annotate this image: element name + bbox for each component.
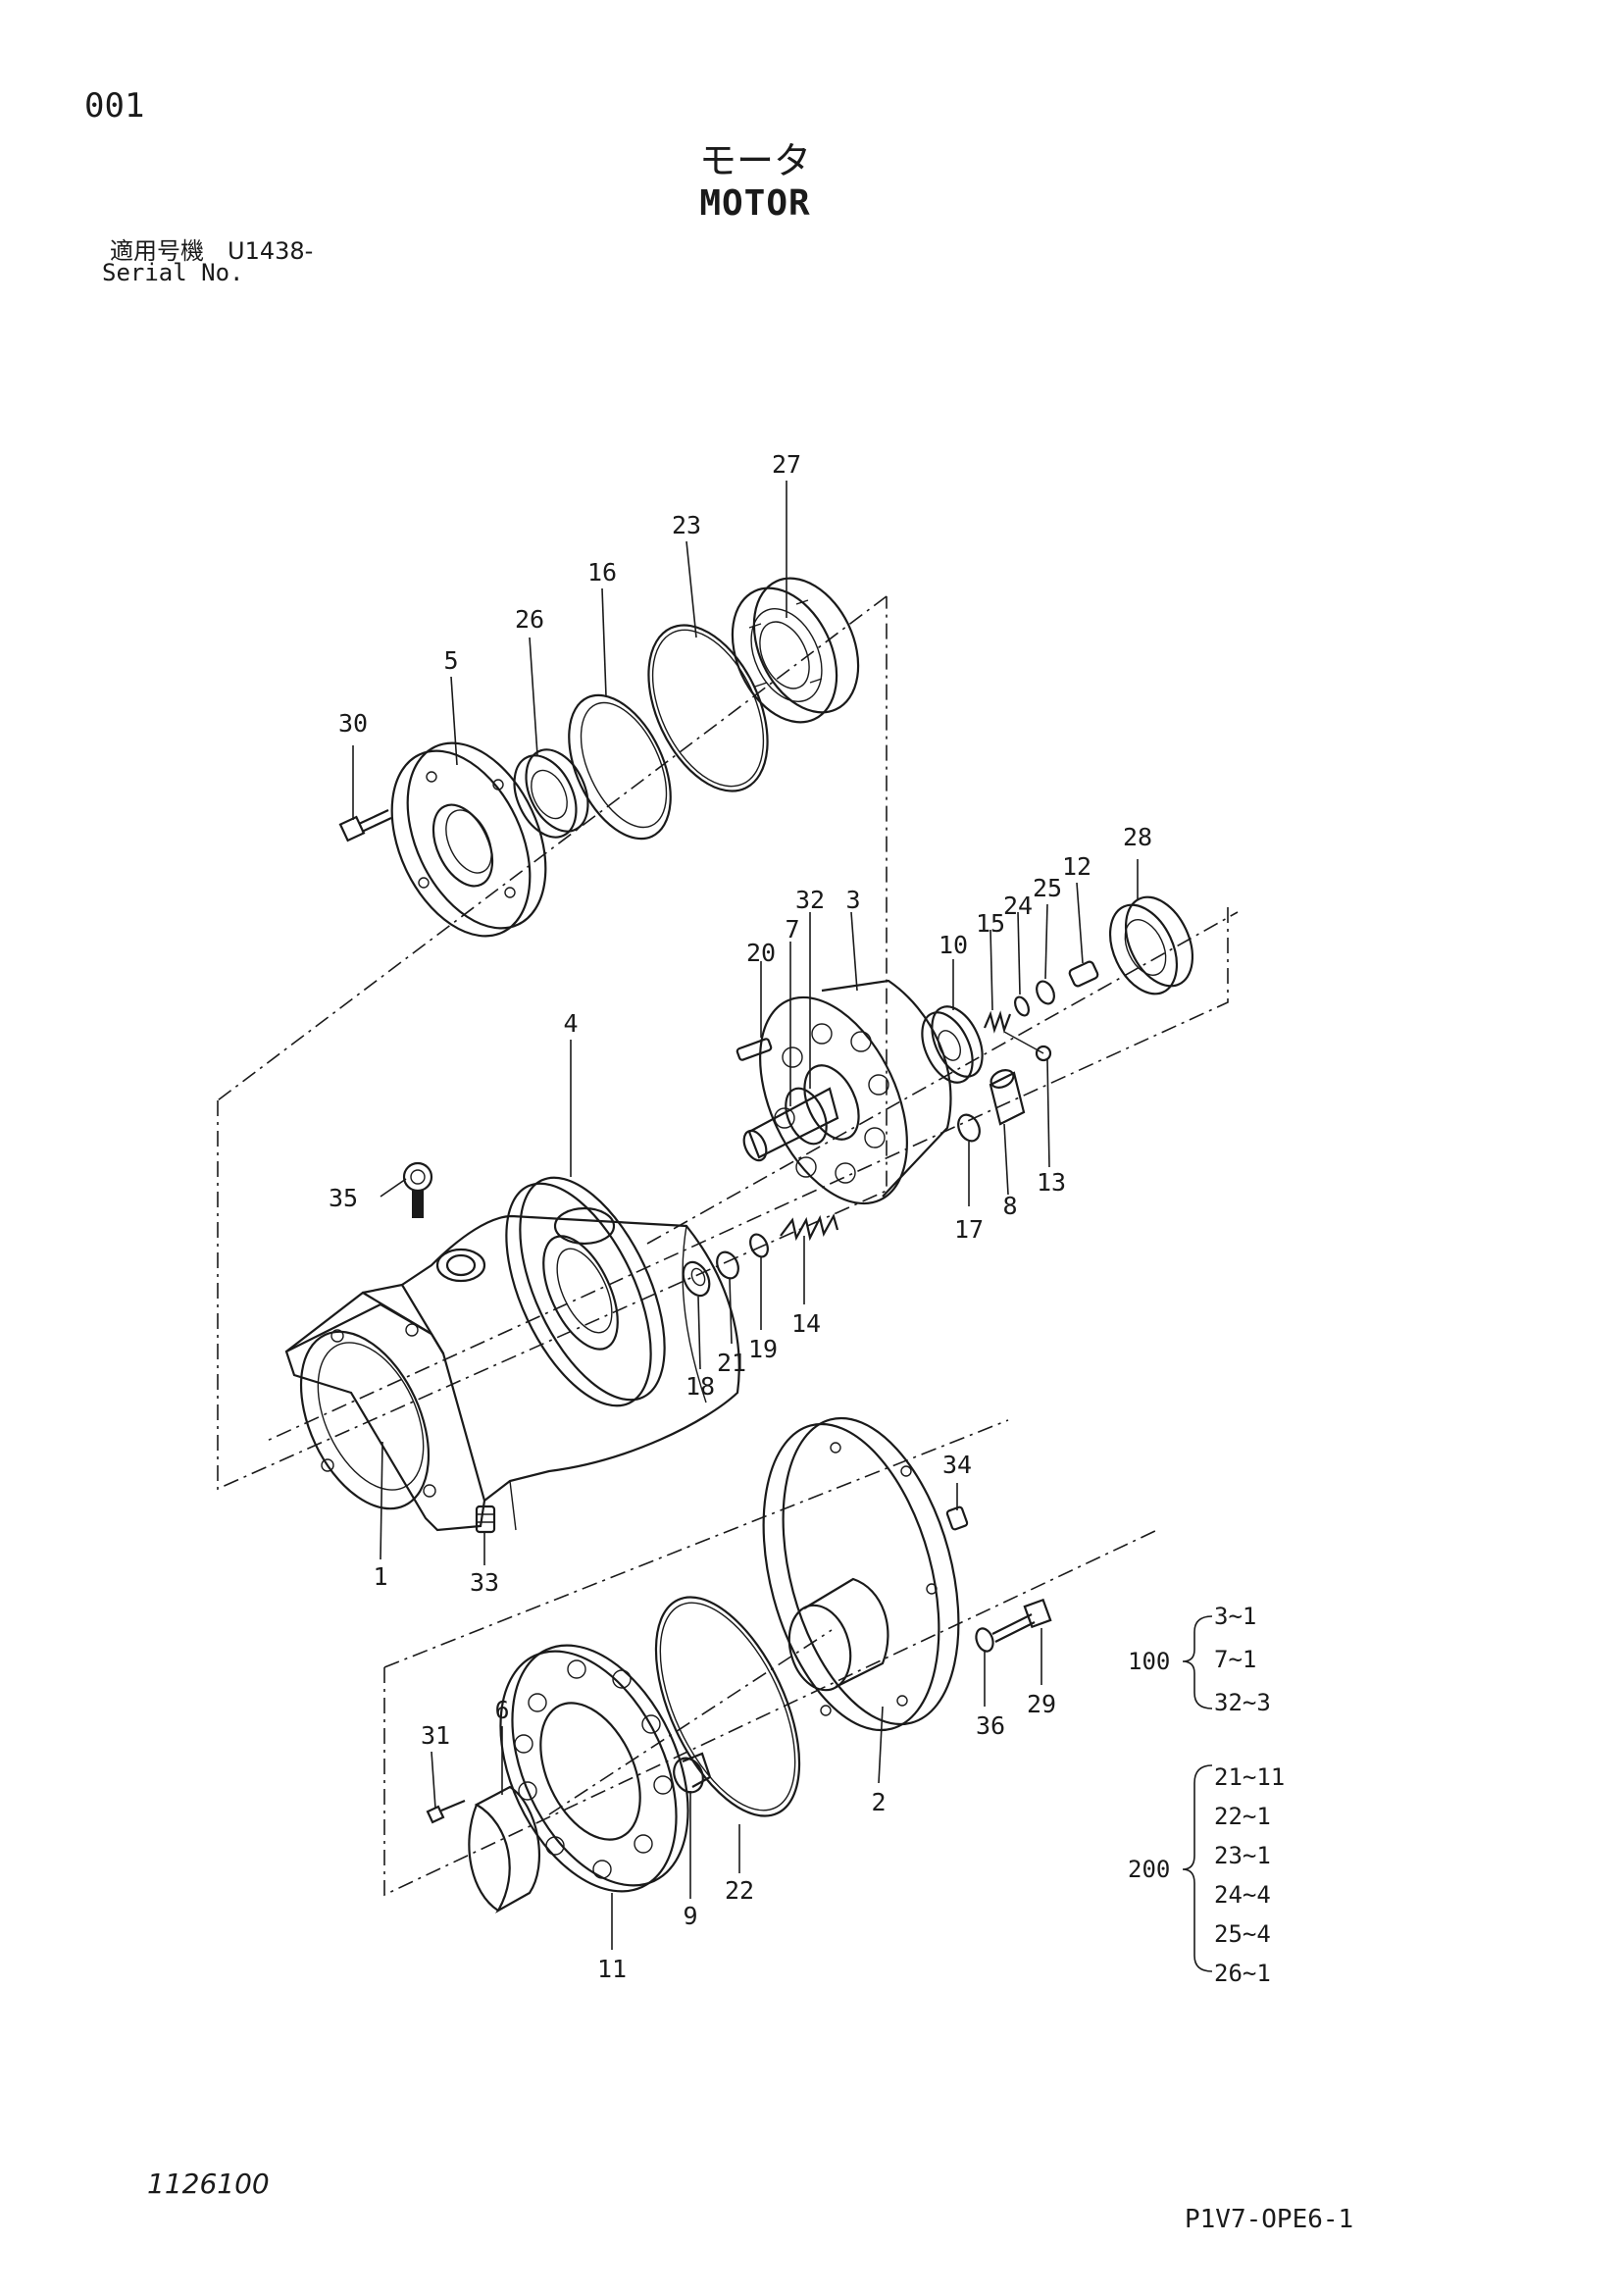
document-number: 1126100 <box>147 2168 270 2200</box>
part-24-o-ring <box>1014 995 1030 1017</box>
kit-200-item: 23~1 <box>1214 1842 1271 1869</box>
kit-100: 100 3~1 7~1 32~3 <box>1128 1603 1271 1716</box>
part-19-washer <box>749 1233 769 1258</box>
part-8-sleeve <box>989 1069 1026 1126</box>
kit-100-item: 7~1 <box>1214 1646 1256 1673</box>
part-11-plate <box>499 1644 689 1893</box>
part-25-o-ring <box>1036 980 1055 1005</box>
callout-2: 2 <box>871 1788 886 1816</box>
part-34-plug <box>945 1505 969 1531</box>
part-27-bearing <box>731 577 860 724</box>
part-20-key <box>736 1038 773 1061</box>
serial-label-jp: 適用号機 U1438- <box>110 237 314 265</box>
callout-16: 16 <box>587 558 617 587</box>
callout-24: 24 <box>1003 892 1033 920</box>
shaft-axis-upper <box>646 911 1239 1245</box>
callout-4: 4 <box>563 1009 578 1038</box>
part-21-ring <box>716 1250 739 1280</box>
part-6-cover <box>468 1785 541 1913</box>
callout-26: 26 <box>515 605 544 634</box>
kit-200-item: 21~11 <box>1214 1763 1285 1791</box>
callout-19: 19 <box>748 1335 778 1363</box>
part-26-seal <box>513 748 589 839</box>
part-1-housing <box>284 1206 740 1532</box>
part-10-brake-piston <box>921 1005 984 1084</box>
callout-7: 7 <box>785 915 799 944</box>
kit-200-item: 24~4 <box>1214 1881 1271 1909</box>
page-title-jp: モータ <box>698 139 811 182</box>
frame-lower-top <box>383 1419 1009 1668</box>
callout-28: 28 <box>1123 823 1152 851</box>
part-31-bolt <box>426 1799 466 1824</box>
callout-11: 11 <box>597 1955 627 1983</box>
part-14-spring <box>780 1213 839 1242</box>
part-22-o-ring <box>654 1596 801 1817</box>
part-33-plug <box>475 1505 496 1534</box>
callout-13: 13 <box>1037 1168 1066 1197</box>
part-28-bearing <box>1108 895 1194 995</box>
page-number: 001 <box>84 86 145 126</box>
part-18-collar <box>682 1260 711 1298</box>
callout-14: 14 <box>791 1309 821 1338</box>
part-4-valve-plate <box>505 1176 666 1407</box>
callout-32: 32 <box>795 886 825 914</box>
callout-25: 25 <box>1033 874 1062 902</box>
callout-9: 9 <box>683 1902 697 1930</box>
callout-33: 33 <box>470 1568 499 1597</box>
callout-6: 6 <box>494 1696 509 1724</box>
kit-200-item: 22~1 <box>1214 1803 1271 1830</box>
part-36-washer <box>975 1627 994 1653</box>
part-29-bolt <box>991 1598 1052 1643</box>
kit-100-item: 32~3 <box>1214 1689 1271 1716</box>
callout-17: 17 <box>954 1215 984 1244</box>
part-23-o-ring <box>647 624 769 792</box>
frame-top-assembly <box>217 596 888 1491</box>
callout-8: 8 <box>1002 1192 1017 1220</box>
kit-200: 200 21~11 22~1 23~1 24~4 25~4 26~1 <box>1128 1763 1285 1987</box>
part-3-cylinder-block <box>742 979 952 1205</box>
page-title-en: MOTOR <box>699 183 811 224</box>
callout-5: 5 <box>443 646 458 675</box>
callout-18: 18 <box>685 1372 715 1401</box>
callout-10: 10 <box>939 931 968 959</box>
callout-1: 1 <box>373 1562 387 1591</box>
callout-3: 3 <box>845 886 860 914</box>
part-9-plug <box>673 1752 712 1794</box>
frame-front-cover <box>217 595 888 1101</box>
part-2-end-cover <box>762 1416 960 1732</box>
part-17-o-ring <box>957 1113 981 1143</box>
part-15-spring <box>983 1010 1012 1034</box>
callout-29: 29 <box>1027 1690 1056 1718</box>
callout-21: 21 <box>717 1349 746 1377</box>
part-16-snap-ring <box>568 693 672 841</box>
callout-22: 22 <box>725 1876 754 1905</box>
part-13-pin <box>1035 1045 1052 1062</box>
shaft-axis-lower <box>548 1629 833 1815</box>
part-12-plug <box>1068 960 1099 988</box>
part-5-cover-flange <box>390 741 547 938</box>
callout-35: 35 <box>329 1184 358 1212</box>
kit-100-number: 100 <box>1128 1648 1170 1675</box>
callout-34: 34 <box>942 1451 972 1479</box>
kit-200-item: 26~1 <box>1214 1960 1271 1987</box>
part-35-eye-bolt <box>402 1161 433 1218</box>
reference-code: P1V7-OPE6-1 <box>1185 2205 1354 2234</box>
callout-31: 31 <box>421 1721 450 1750</box>
frame-middle-assembly <box>264 907 1229 1443</box>
callout-23: 23 <box>672 511 701 539</box>
part-30-bolt <box>338 809 392 842</box>
serial-label-en: Serial No. <box>102 259 244 286</box>
callout-36: 36 <box>976 1711 1005 1740</box>
callout-30: 30 <box>338 709 368 738</box>
kit-100-item: 3~1 <box>1214 1603 1256 1630</box>
kit-200-item: 25~4 <box>1214 1920 1271 1948</box>
callout-27: 27 <box>772 450 801 479</box>
frame-lower-assembly <box>383 1529 1158 1897</box>
callout-12: 12 <box>1062 852 1091 881</box>
kit-200-number: 200 <box>1128 1856 1170 1883</box>
callout-15: 15 <box>976 909 1005 938</box>
callout-20: 20 <box>746 939 776 967</box>
